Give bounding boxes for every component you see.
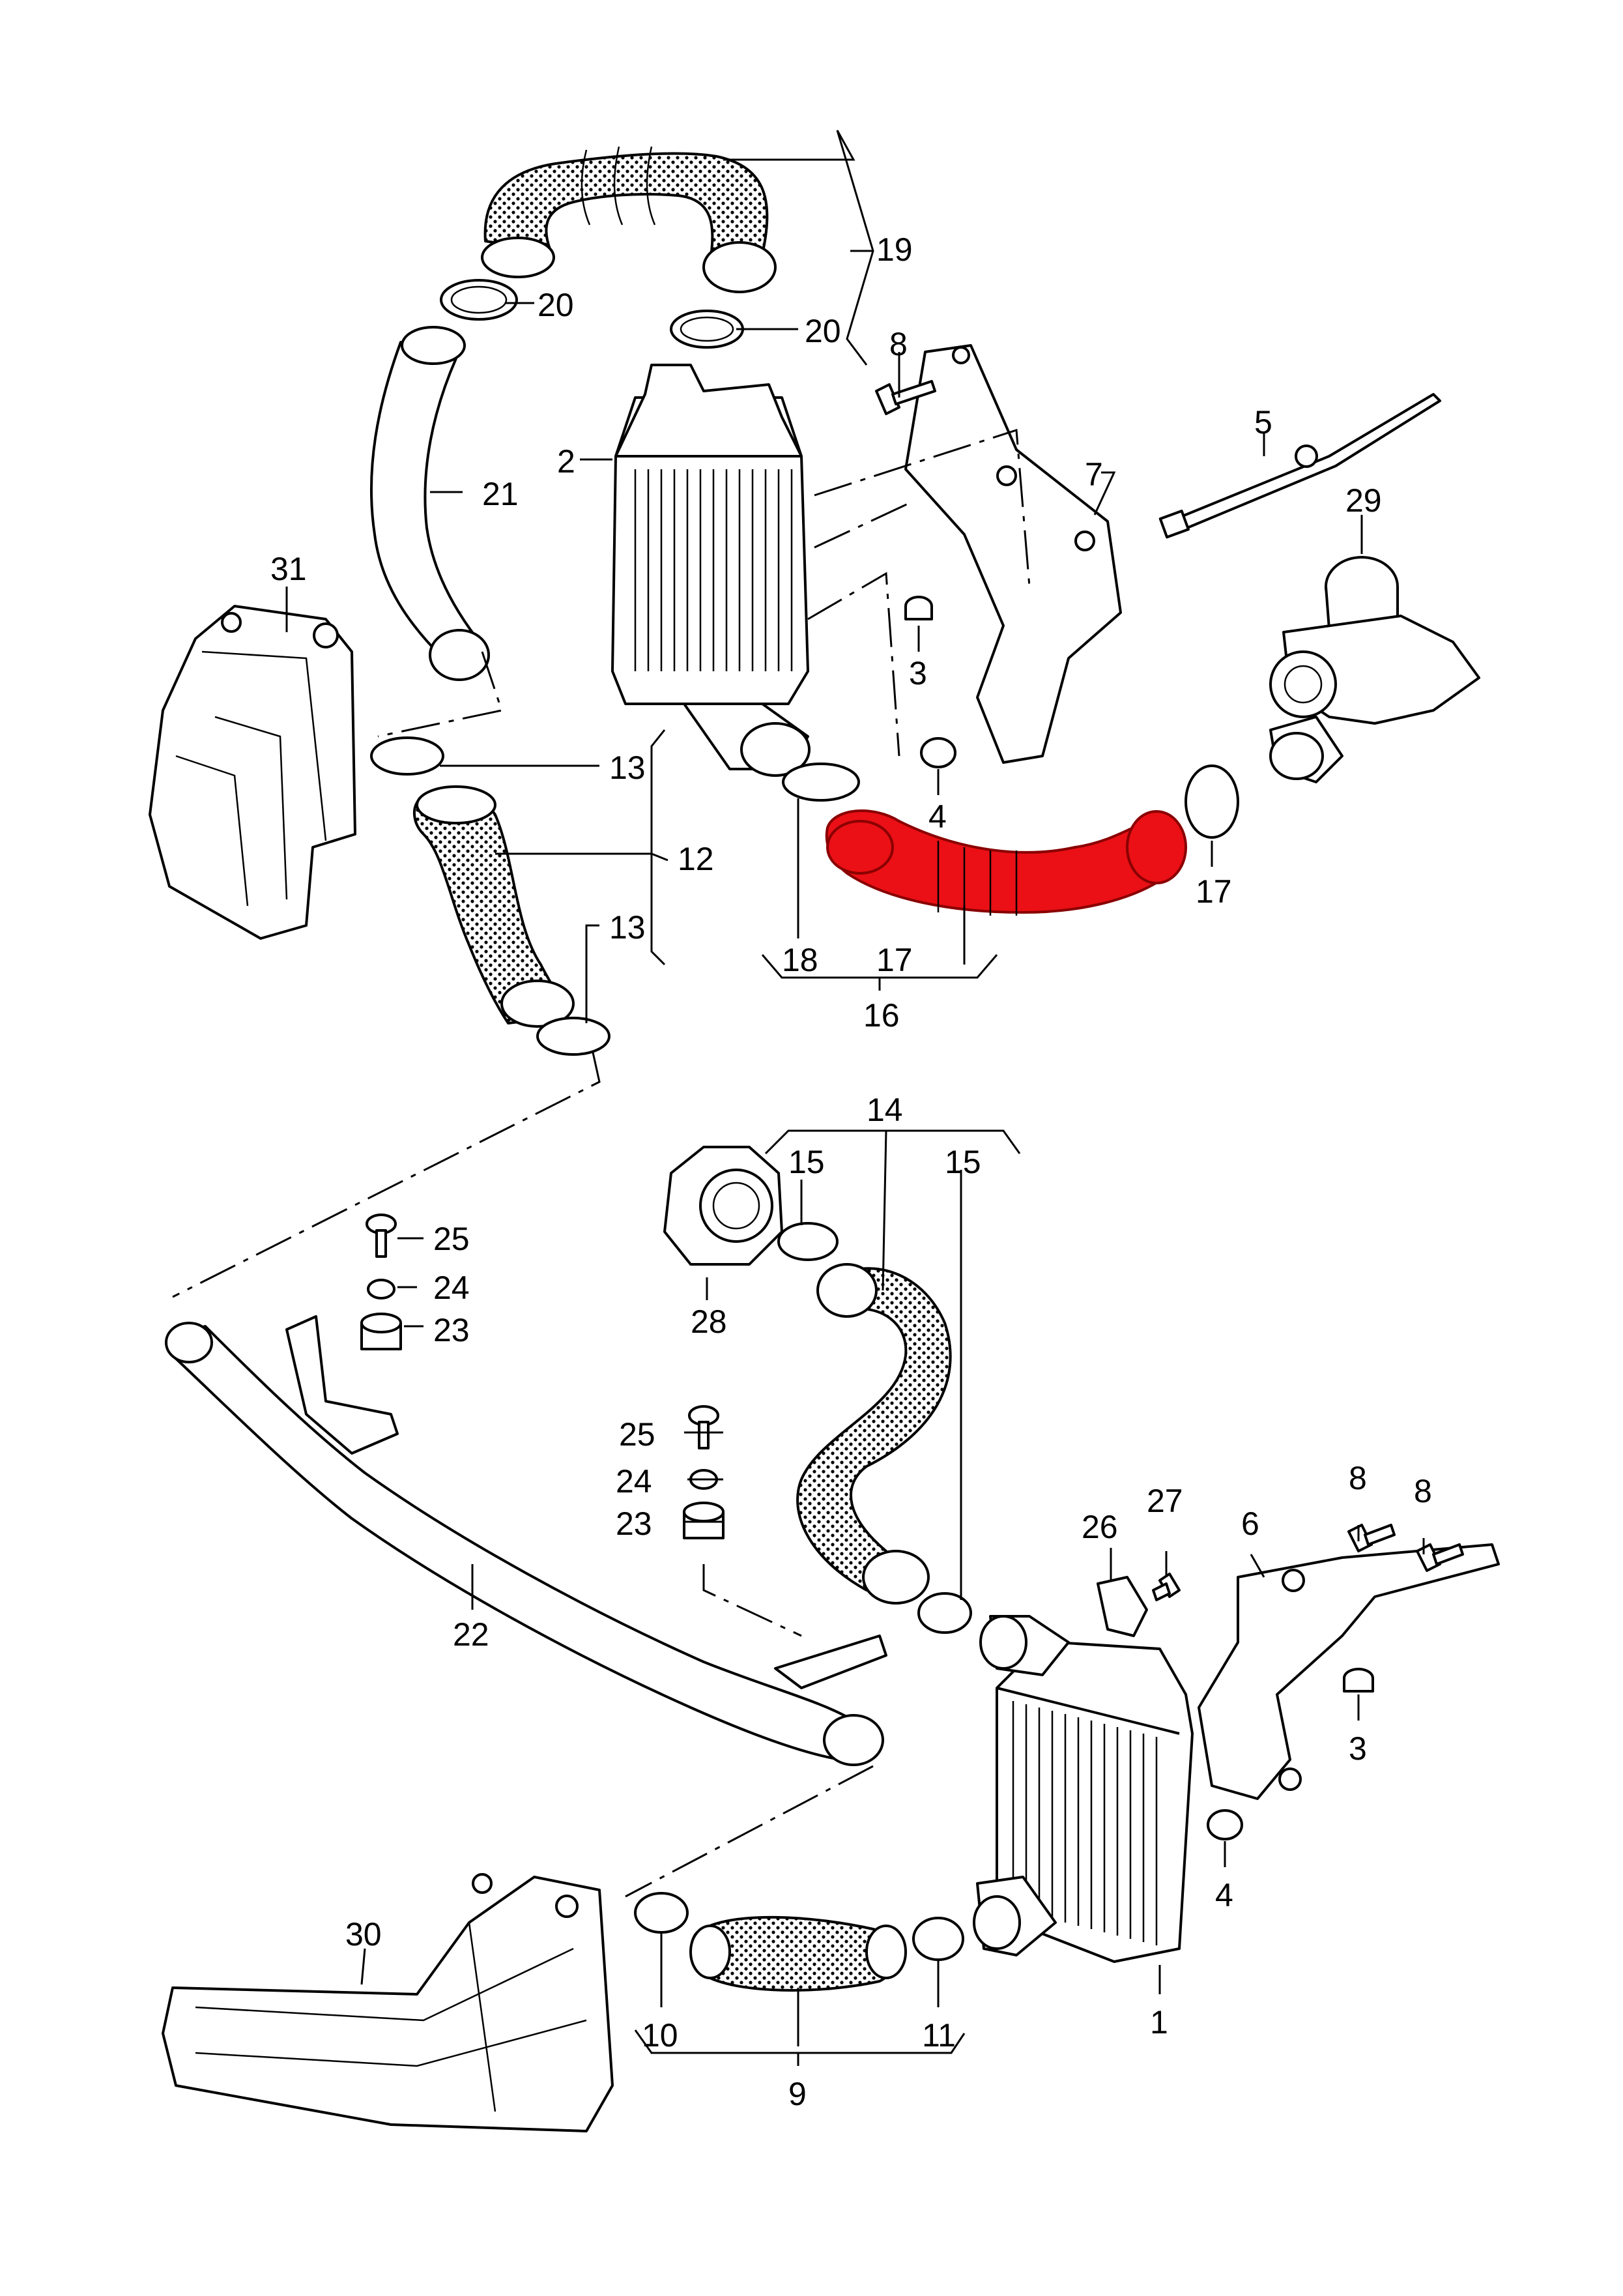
charge-pipe-22 (165, 1315, 887, 1766)
clamp-20-left (440, 279, 518, 321)
clamp-13-lower (536, 1017, 610, 1056)
label-24-right: 24 (616, 1463, 652, 1500)
grommet-4-top (920, 737, 956, 768)
hose-21 (369, 326, 490, 681)
label-19: 19 (876, 231, 913, 268)
heat-shield-31 (149, 605, 356, 940)
intercooler-2 (611, 364, 811, 777)
clamp-13-upper (370, 736, 444, 776)
screw-25-right (688, 1405, 719, 1449)
grommet-23-left (360, 1313, 402, 1350)
clamp-10 (634, 1892, 689, 1934)
clamp-15-lower (917, 1592, 972, 1634)
label-6: 6 (1241, 1505, 1259, 1542)
label-30: 30 (345, 1916, 382, 1953)
label-29: 29 (1345, 482, 1382, 519)
label-31: 31 (270, 551, 307, 587)
label-5: 5 (1254, 404, 1272, 441)
bolt-8-bottom-left (1347, 1524, 1396, 1552)
bolt-27 (1152, 1573, 1181, 1601)
label-22: 22 (453, 1616, 489, 1653)
label-20-left: 20 (538, 287, 574, 323)
label-17-right: 17 (1196, 873, 1232, 910)
label-20-right: 20 (805, 313, 841, 349)
turbocharger-29 (1269, 556, 1480, 783)
part-number-labels: 19 20 20 8 21 2 7 5 29 31 3 4 13 12 13 1… (270, 231, 1432, 2112)
label-10: 10 (642, 2017, 678, 2054)
upper-intake-hose-19 (481, 146, 777, 293)
label-25-left: 25 (433, 1221, 470, 1257)
label-17-bottom: 17 (876, 942, 913, 978)
nut-3-top (904, 596, 933, 620)
bolt-8-top (875, 380, 936, 415)
label-18: 18 (782, 942, 818, 978)
label-3-top: 3 (909, 655, 927, 691)
label-1: 1 (1150, 2004, 1168, 2041)
screw-25-left (366, 1213, 397, 1258)
label-14: 14 (867, 1092, 903, 1128)
label-8-top: 8 (889, 326, 908, 362)
hose-9 (689, 1915, 907, 1992)
label-4-top: 4 (928, 798, 947, 835)
label-28: 28 (691, 1303, 727, 1340)
label-23-right: 23 (616, 1505, 652, 1542)
label-16: 16 (863, 997, 900, 1034)
intercooler-1 (973, 1615, 1194, 1963)
leader-lines (285, 130, 1425, 2066)
label-12: 12 (678, 841, 714, 877)
grommet-4-bottom (1207, 1809, 1243, 1840)
clamp-17-right (1185, 764, 1239, 839)
nut-3-bottom (1343, 1668, 1374, 1693)
throttle-body-28 (663, 1146, 783, 1266)
label-15-upper: 15 (788, 1144, 825, 1180)
label-23-left: 23 (433, 1312, 470, 1348)
cable-tie-5 (1158, 393, 1441, 539)
routing-lines (172, 428, 1031, 1898)
label-7: 7 (1085, 456, 1103, 493)
bracket-7 (904, 344, 1122, 764)
clamp-11 (912, 1917, 964, 1961)
bolt-8-bottom-right (1416, 1543, 1464, 1572)
label-13-lower: 13 (609, 909, 646, 946)
label-3-bottom: 3 (1349, 1730, 1367, 1767)
label-24-left: 24 (433, 1270, 470, 1306)
label-15-lower: 15 (945, 1144, 981, 1180)
label-8-bottom-left: 8 (1349, 1460, 1367, 1496)
label-27: 27 (1147, 1483, 1183, 1519)
hose-14 (796, 1263, 952, 1605)
grommet-23-right (683, 1502, 725, 1539)
clamp-20-right (670, 310, 744, 349)
label-8-bottom-right: 8 (1414, 1473, 1432, 1509)
heat-shield-30 (162, 1873, 614, 2132)
hose-12 (412, 785, 575, 1028)
label-11: 11 (922, 2017, 956, 2054)
label-26: 26 (1082, 1509, 1118, 1545)
label-9: 9 (788, 2076, 807, 2112)
label-4-bottom: 4 (1215, 1877, 1233, 1913)
clamp-15-upper (777, 1222, 839, 1261)
clamp-18 (782, 763, 860, 802)
pressure-pipe-17-highlighted (825, 809, 1187, 916)
label-13-upper: 13 (609, 749, 646, 786)
label-2: 2 (557, 443, 575, 480)
bracket-6 (1198, 1543, 1500, 1800)
label-21: 21 (482, 476, 519, 512)
sensor-26 (1097, 1576, 1148, 1637)
washer-24-left (367, 1279, 395, 1300)
label-25-right: 25 (619, 1416, 655, 1453)
